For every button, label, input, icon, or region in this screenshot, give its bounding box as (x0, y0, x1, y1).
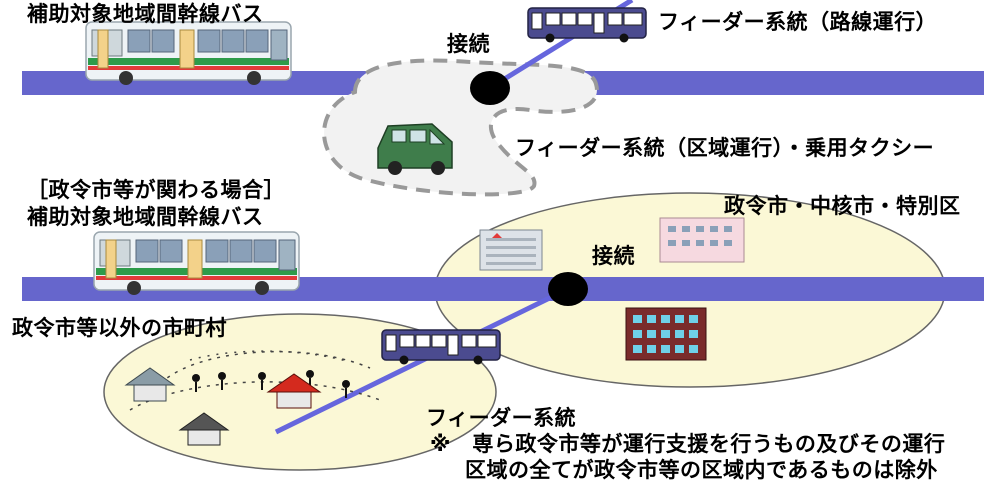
bottom-trunk-bus-label: 補助対象地域間幹線バス (27, 205, 264, 229)
bottom-connection-label: 接続 (592, 244, 635, 268)
bottom-connection-node (548, 272, 588, 306)
feeder-bus-icon (381, 329, 501, 366)
feeder-area-label: フィーダー系統（区域運行）・乗用タクシー (515, 136, 935, 160)
trunk-bus-icon (93, 231, 300, 296)
office-building-icon (625, 307, 707, 361)
top-trunk-bus-label: 補助対象地域間幹線バス (27, 2, 264, 26)
feeder-bus-icon (527, 7, 647, 44)
top-connection-node (470, 71, 510, 105)
exclusion-note-line1: ※ 専ら政令市等が運行支援を行うもの及びその運行 (430, 432, 946, 456)
house-icon (124, 367, 176, 402)
feeder-label: フィーダー系統 (426, 406, 577, 430)
top-connection-label: 接続 (447, 32, 490, 56)
feeder-route-label: フィーダー系統（路線運行） (658, 10, 938, 34)
trunk-bus-icon (85, 21, 292, 86)
van-icon (377, 123, 453, 175)
building-icon (479, 229, 543, 271)
exclusion-note-line2: 区域の全てが政令市等の区域内であるものは除外 (465, 458, 938, 482)
case-label: ［政令市等が関わる場合］ (27, 178, 285, 202)
house-icon (266, 373, 322, 409)
rural-landscape-icon (129, 350, 381, 411)
house-icon (178, 412, 230, 446)
demand-response-area (322, 58, 599, 197)
city-label: 政令市・中核市・特別区 (724, 194, 961, 218)
hospital-icon (659, 217, 745, 263)
other-municipality-label: 政令市等以外の市町村 (12, 316, 227, 340)
